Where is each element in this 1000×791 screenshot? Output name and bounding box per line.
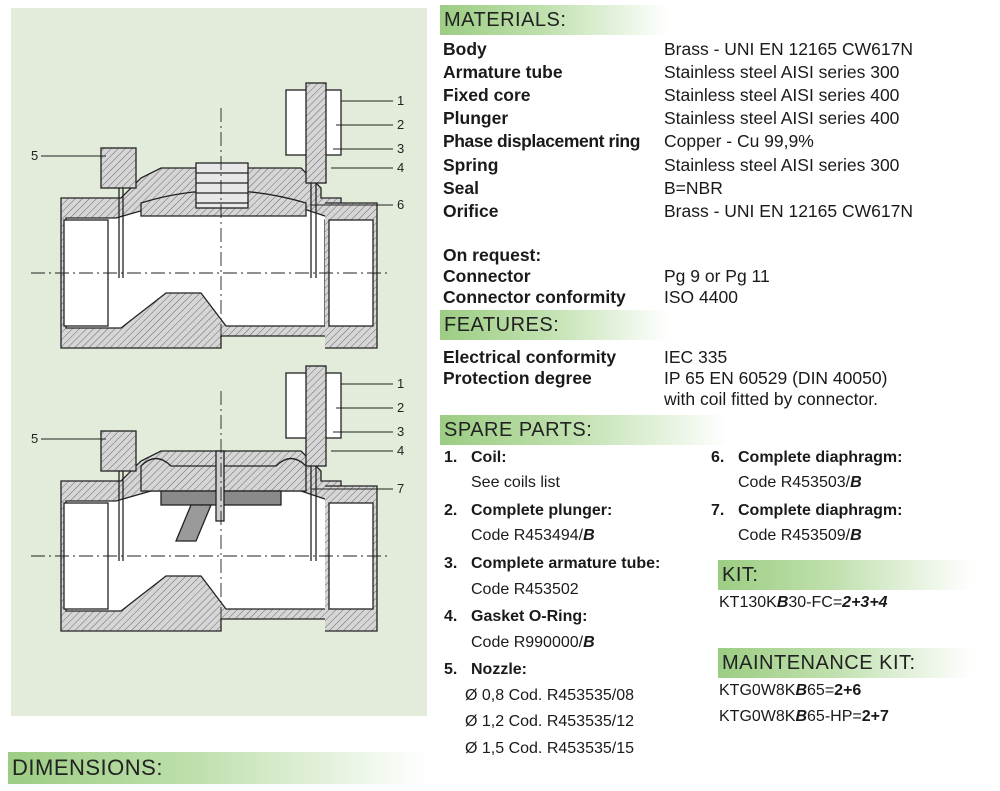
code-letter: B xyxy=(795,708,808,725)
spare-title: Gasket O-Ring: xyxy=(471,608,588,625)
code-text: Code R453509/ xyxy=(738,527,851,544)
spare-title: Coil: xyxy=(471,449,507,466)
code-suffix: B xyxy=(583,634,595,651)
material-label: Fixed core xyxy=(443,85,531,105)
code-part: KT130K xyxy=(719,594,777,611)
spare-num: 5. xyxy=(444,661,458,678)
nozzle-option-08: Ø 0,8 Cod. R453535/08 xyxy=(465,687,635,704)
spare-num: 4. xyxy=(444,608,458,625)
material-label: Body xyxy=(443,39,487,59)
code-part: KTG0W8K xyxy=(719,682,796,699)
callout-3-bottom: 3 xyxy=(397,424,404,439)
material-label: Phase displacement ring xyxy=(443,131,640,151)
maintenance-kit-header: MAINTENANCE KIT: xyxy=(718,648,972,678)
code-part: 65= xyxy=(807,682,835,699)
feature-value-cont: with coil fitted by connector. xyxy=(664,389,878,409)
top-callouts xyxy=(41,100,393,206)
code-text: Code R453503/ xyxy=(738,474,851,491)
feature-label: Electrical conformity xyxy=(443,347,617,367)
callout-4-top: 4 xyxy=(397,160,404,175)
code-letter: B xyxy=(795,682,808,699)
dimensions-header: DIMENSIONS: xyxy=(8,752,428,784)
spare-title: Complete armature tube: xyxy=(471,555,661,572)
spare-title: Complete diaphragm: xyxy=(738,449,903,466)
spare-num: 2. xyxy=(444,502,458,519)
callout-1-top: 1 xyxy=(397,93,404,108)
code-parts-combo: 2+3+4 xyxy=(842,594,888,611)
kit-code: KT130KB30-FC=2+3+4 xyxy=(719,594,888,612)
code-part: 30-FC= xyxy=(788,594,843,611)
spare-item-7-code: Code R453509/B xyxy=(738,527,862,545)
spare-item-2-code: Code R453494/B xyxy=(471,527,595,545)
spare-item-1-line: See coils list xyxy=(471,474,560,491)
valve-cross-section-drawings: 1 2 3 4 5 6 xyxy=(31,82,404,632)
code-parts-combo: 2+6 xyxy=(834,682,862,699)
on-request-label: On request: xyxy=(443,245,542,265)
material-label: Armature tube xyxy=(443,62,563,82)
bottom-valve-drawing xyxy=(31,365,391,632)
request-value: Pg 9 or Pg 11 xyxy=(664,266,770,286)
spare-num: 6. xyxy=(711,449,725,466)
material-value: Copper - Cu 99,9% xyxy=(664,131,814,151)
bottom-callouts xyxy=(41,383,393,490)
code-parts-combo: 2+7 xyxy=(861,708,889,725)
spare-title: Complete diaphragm: xyxy=(738,502,903,519)
callout-5-top: 5 xyxy=(31,148,38,163)
spare-item-3-code: Code R453502 xyxy=(471,581,579,598)
material-value: Stainless steel AISI series 300 xyxy=(664,155,900,175)
nozzle-option-12: Ø 1,2 Cod. R453535/12 xyxy=(465,713,635,730)
material-label: Spring xyxy=(443,155,499,175)
material-value: B=NBR xyxy=(664,178,723,198)
callout-1-bottom: 1 xyxy=(397,376,404,391)
maintenance-kit-line-2: KTG0W8KB65-HP=2+7 xyxy=(719,708,889,726)
material-label: Plunger xyxy=(443,108,509,128)
callout-4-bottom: 4 xyxy=(397,443,404,458)
feature-value: IP 65 EN 60529 (DIN 40050) xyxy=(664,368,888,388)
request-label: Connector xyxy=(443,266,531,286)
material-value: Brass - UNI EN 12165 CW617N xyxy=(664,39,913,59)
code-suffix: B xyxy=(850,474,862,491)
materials-header: MATERIALS: xyxy=(440,5,669,35)
spare-parts-header: SPARE PARTS: xyxy=(440,415,729,445)
callout-2-top: 2 xyxy=(397,117,404,132)
code-letter: B xyxy=(776,594,789,611)
material-value: Brass - UNI EN 12165 CW617N xyxy=(664,201,913,221)
spare-num: 1. xyxy=(444,449,458,466)
kit-header: KIT: xyxy=(718,560,972,590)
spare-title: Complete plunger: xyxy=(471,502,613,519)
callout-2-bottom: 2 xyxy=(397,400,404,415)
drawing-panel: 1 2 3 4 5 6 xyxy=(11,8,427,716)
spare-item-6-code: Code R453503/B xyxy=(738,474,862,492)
features-header: FEATURES: xyxy=(440,310,669,340)
spare-title: Nozzle: xyxy=(471,661,527,678)
material-value: Stainless steel AISI series 300 xyxy=(664,62,900,82)
code-suffix: B xyxy=(583,527,595,544)
request-value: ISO 4400 xyxy=(664,287,738,307)
material-value: Stainless steel AISI series 400 xyxy=(664,108,900,128)
callout-3-top: 3 xyxy=(397,141,404,156)
spare-num: 3. xyxy=(444,555,458,572)
nozzle-option-15: Ø 1,5 Cod. R453535/15 xyxy=(465,740,635,757)
code-part: KTG0W8K xyxy=(719,708,796,725)
code-part: 65-HP= xyxy=(807,708,862,725)
material-label: Seal xyxy=(443,178,479,198)
feature-value: IEC 335 xyxy=(664,347,728,367)
request-label: Connector conformity xyxy=(443,287,626,307)
spare-item-4-code: Code R990000/B xyxy=(471,634,595,652)
callout-6-top: 6 xyxy=(397,197,404,212)
callout-7-bottom: 7 xyxy=(397,481,404,496)
callout-5-bottom: 5 xyxy=(31,431,38,446)
maintenance-kit-line-1: KTG0W8KB65=2+6 xyxy=(719,682,861,700)
code-text: Code R990000/ xyxy=(471,634,584,651)
feature-label: Protection degree xyxy=(443,368,592,388)
material-label: Orifice xyxy=(443,201,499,221)
code-text: Code R453494/ xyxy=(471,527,584,544)
material-value: Stainless steel AISI series 400 xyxy=(664,85,900,105)
spare-num: 7. xyxy=(711,502,725,519)
code-suffix: B xyxy=(850,527,862,544)
top-valve-drawing xyxy=(31,82,391,349)
